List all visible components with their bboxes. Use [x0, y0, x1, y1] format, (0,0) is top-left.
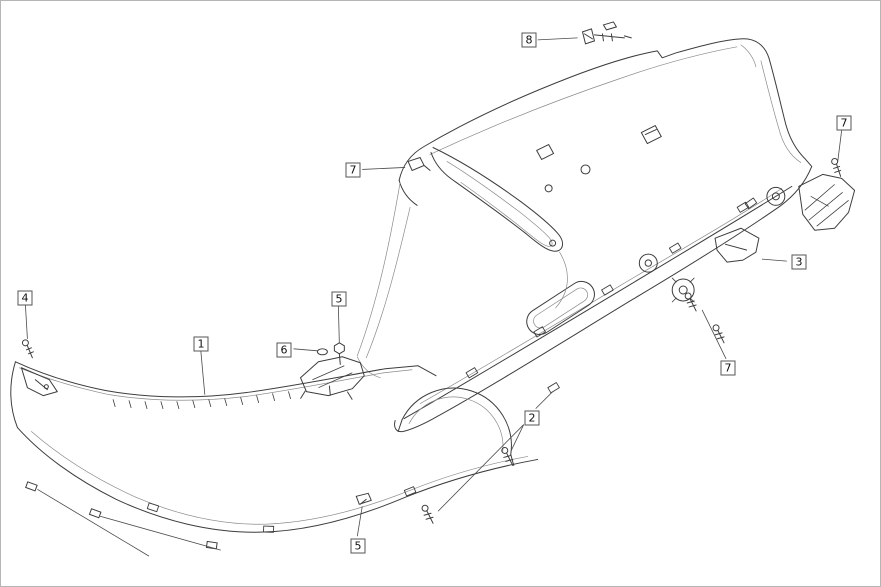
- hook-crease-line: [555, 251, 568, 309]
- right-side-parts: [714, 173, 856, 263]
- hinge-bracket: [714, 227, 760, 263]
- leader-lines: [25, 37, 843, 537]
- center-bracket-body: [299, 356, 365, 397]
- grommet-fasteners: [638, 186, 786, 303]
- lower-sill-panel: [10, 361, 539, 533]
- wheel-arch-outer: [401, 387, 512, 455]
- leader-line: [761, 258, 787, 262]
- screw-part-2-a: [501, 446, 514, 466]
- screw-fasteners: [21, 21, 842, 550]
- front-arm-line-a: [365, 206, 411, 359]
- panel-top-inner-line: [429, 46, 738, 155]
- panel-beak-underside: [398, 179, 418, 206]
- panel-outer-edge: [394, 38, 813, 433]
- sill-clips: [146, 486, 417, 533]
- sill-bottom-edge: [16, 427, 539, 533]
- alignment-lines: [37, 488, 221, 557]
- screw-part-7-bottom-b: [712, 324, 725, 344]
- center-bracket-ribs: [312, 365, 353, 389]
- leader-line: [535, 391, 553, 409]
- panel-right-inner-line: [760, 60, 802, 163]
- leader-line: [362, 167, 406, 170]
- wheel-arch-ends: [397, 365, 515, 466]
- hole-detail-a: [580, 164, 591, 175]
- seat-hook-cutout-inner: [446, 161, 553, 247]
- arm-to-bracket-connector: [356, 356, 381, 379]
- wheel-arch: [397, 365, 515, 466]
- right-end-bracket: [798, 173, 856, 231]
- panel-lower-inner-edge: [403, 185, 793, 420]
- clip-part-5-left-a: [25, 481, 38, 492]
- leader-line: [25, 304, 28, 339]
- right-end-bracket-hatch: [804, 184, 849, 227]
- washer: [316, 348, 328, 356]
- screw-part-7-bottom-a: [684, 292, 697, 312]
- sill-bottom-inner-line: [31, 431, 529, 525]
- top-notch-detail: [740, 44, 757, 68]
- sill-left-tip: [10, 361, 18, 429]
- screw-part-8: [581, 21, 632, 45]
- leader-line: [337, 305, 340, 343]
- hole-detail-b: [544, 184, 553, 193]
- screw-part-4: [21, 339, 34, 359]
- vent-clip-detail: [640, 125, 662, 145]
- screw-part-2-b: [421, 504, 434, 524]
- sill-rib-ticks: [112, 391, 291, 410]
- tab-detail: [536, 144, 555, 160]
- sill-top-inner-line: [19, 367, 413, 401]
- upper-body-panel: [356, 38, 813, 433]
- leader-line: [510, 424, 525, 452]
- leader-line: [537, 37, 578, 41]
- clip-part-5-left-b: [88, 508, 102, 519]
- clip-part-5-bottom: [355, 492, 372, 505]
- oval-slot: [526, 280, 595, 335]
- seat-hook-cutout-outer: [430, 147, 563, 252]
- leader-line: [837, 130, 843, 163]
- hook-tip-detail: [549, 239, 557, 247]
- front-corner-hole: [43, 384, 49, 390]
- leader-line: [356, 506, 363, 537]
- sill-top-edge: [14, 361, 419, 398]
- screw-part-7-right: [831, 157, 842, 177]
- clip-part-7-left: [407, 156, 431, 172]
- leader-line: [437, 424, 524, 512]
- center-bracket-assembly: [299, 342, 365, 400]
- hex-bolt: [333, 342, 345, 365]
- leader-line: [200, 350, 206, 395]
- flange-clips: [465, 197, 758, 394]
- wheel-arch-inner: [408, 396, 504, 452]
- clip-part-5-left-c: [205, 540, 218, 550]
- panel-flange-line: [419, 188, 783, 404]
- front-arm-line-b: [356, 182, 401, 357]
- center-bracket-feet: [300, 385, 353, 400]
- leader-line: [701, 309, 727, 359]
- leader-line: [293, 348, 318, 352]
